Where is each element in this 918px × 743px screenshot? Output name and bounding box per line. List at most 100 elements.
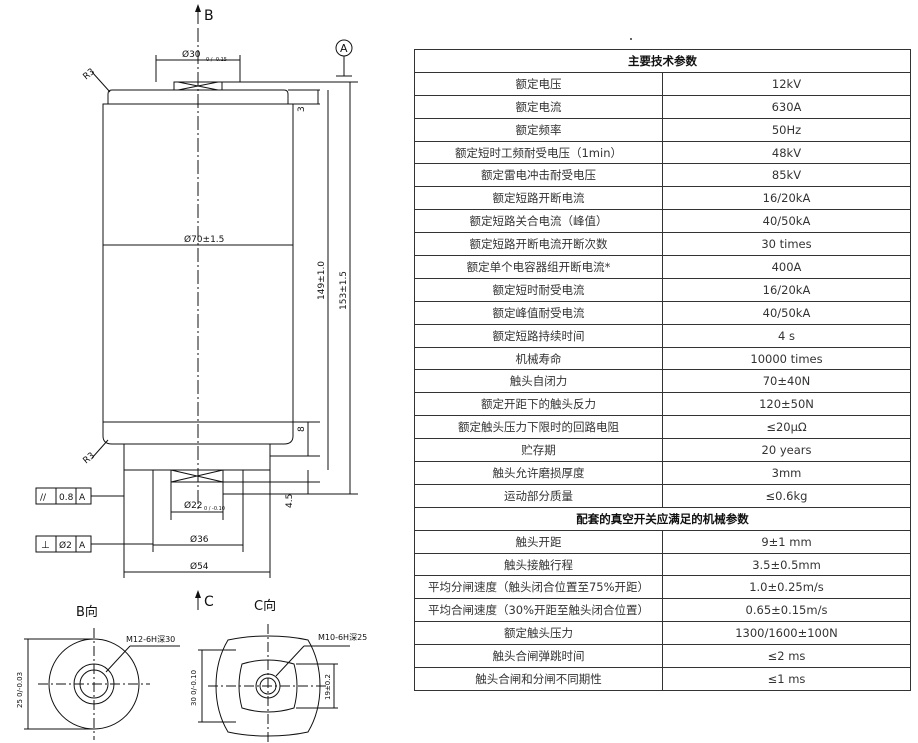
value-cell: ≤0.6kg [662,483,911,508]
value-cell: 630A [662,94,911,119]
value-cell: 0.65±0.15m/s [662,598,911,623]
view-b-arrow-label: B [204,8,214,24]
view-b-thread: M12-6H深30 [126,635,175,644]
param-cell: 机械寿命 [414,346,663,371]
section-header-row: 主要技术参数 [414,49,911,73]
param-cell: 额定短路关合电流（峰值） [414,209,663,234]
dim-153: 153±1.5 [339,271,349,310]
view-c-dim1: 30 0/-0.10 [190,670,198,706]
param-cell: 触头开距 [414,529,663,554]
dim-main-diameter: Ø70±1.5 [184,234,224,245]
param-cell: 额定开距下的触头反力 [414,392,663,417]
dim-149: 149±1.0 [317,261,327,300]
value-cell: 400A [662,255,911,279]
stray-dot [630,38,632,40]
param-cell: 额定电压 [414,71,663,96]
tol-perpendicular-symbol: ⊥ [41,540,50,551]
dim-3: 3 [297,106,307,112]
param-cell: 平均合闸速度（30%开距至触头闭合位置） [414,598,663,623]
value-cell: 1300/1600±100N [662,621,911,646]
tol-perpendicular-datum: A [79,541,86,551]
tol-perpendicular-value: Ø2 [59,540,72,551]
dim-top-diameter-tol: 0 / -0.15 [206,57,227,63]
value-cell: 30 times [662,232,911,257]
value-cell: 3mm [662,461,911,485]
param-cell: 额定短时耐受电流 [414,277,663,302]
param-cell: 额定单个电容器组开断电流* [414,255,663,279]
section-title: 配套的真空开关应满足的机械参数 [414,506,911,531]
param-cell: 额定触头压力下限时的回路电阻 [414,415,663,440]
value-cell: 16/20kA [662,277,911,302]
datum-a-label: A [340,42,348,55]
view-c-title: C向 [254,598,276,614]
value-cell: 10000 times [662,346,911,371]
view-b-dim: 25 0/-0.03 [16,672,24,708]
table-row: 触头合闸弹跳时间≤2 ms [414,644,911,669]
param-cell: 额定短路开断电流开断次数 [414,232,663,257]
param-cell: 触头合闸和分闸不同期性 [414,667,663,691]
param-cell: 触头接触行程 [414,552,663,577]
param-cell: 额定短路持续时间 [414,323,663,348]
r3-bottom-label: R3 [82,451,98,466]
value-cell: ≤20μΩ [662,415,911,440]
param-cell: 贮存期 [414,438,663,463]
view-c-thread: M10-6H深25 [318,633,367,642]
param-cell: 额定触头压力 [414,621,663,646]
param-cell: 触头自闭力 [414,369,663,394]
view-b-title: B向 [76,604,98,620]
value-cell: 16/20kA [662,186,911,211]
table-row: 平均分闸速度（触头闭合位置至75%开距）1.0±0.25m/s [414,575,911,600]
value-cell: ≤1 ms [662,667,911,691]
tol-parallel-datum: A [79,493,86,503]
tol-parallel-symbol: // [40,493,47,503]
value-cell: 48kV [662,140,911,165]
param-cell: 触头允许磨损厚度 [414,461,663,485]
value-cell: 20 years [662,438,911,463]
table-row: 额定单个电容器组开断电流*400A [414,255,911,279]
dim-bottom-inner: Ø22 [184,500,203,511]
table-row: 运动部分质量≤0.6kg [414,483,911,508]
dim-4-5: 4.5 [285,494,295,508]
dim-top-diameter: Ø30 [182,49,201,60]
view-c-arrow-label: C [204,594,214,610]
dim-bottom-inner-tol: 0 / -0.10 [204,506,225,512]
view-c-dim2: 19±0.2 [324,674,332,700]
param-cell: 平均分闸速度（触头闭合位置至75%开距） [414,575,663,600]
dim-8: 8 [297,426,307,432]
value-cell: 40/50kA [662,209,911,234]
dim-36: Ø36 [190,534,209,545]
value-cell: 40/50kA [662,300,911,325]
value-cell: 4 s [662,323,911,348]
param-cell: 额定短时工频耐受电压（1min） [414,140,663,165]
value-cell: 50Hz [662,117,911,142]
table-row: 额定短路关合电流（峰值）40/50kA [414,209,911,234]
value-cell: 1.0±0.25m/s [662,575,911,600]
param-cell: 额定频率 [414,117,663,142]
r3-top-label: R3 [82,67,98,82]
value-cell: 3.5±0.5mm [662,552,911,577]
param-cell: 额定峰值耐受电流 [414,300,663,325]
tol-parallel-value: 0.8 [59,493,74,503]
value-cell: 70±40N [662,369,911,394]
technical-drawing: B C A Ø30 0 / -0.15 Ø70±1.5 Ø22 0 / -0.1… [16,4,367,743]
value-cell: 12kV [662,71,911,96]
param-cell: 触头合闸弹跳时间 [414,644,663,669]
table-row: 额定触头压力下限时的回路电阻≤20μΩ [414,415,911,440]
